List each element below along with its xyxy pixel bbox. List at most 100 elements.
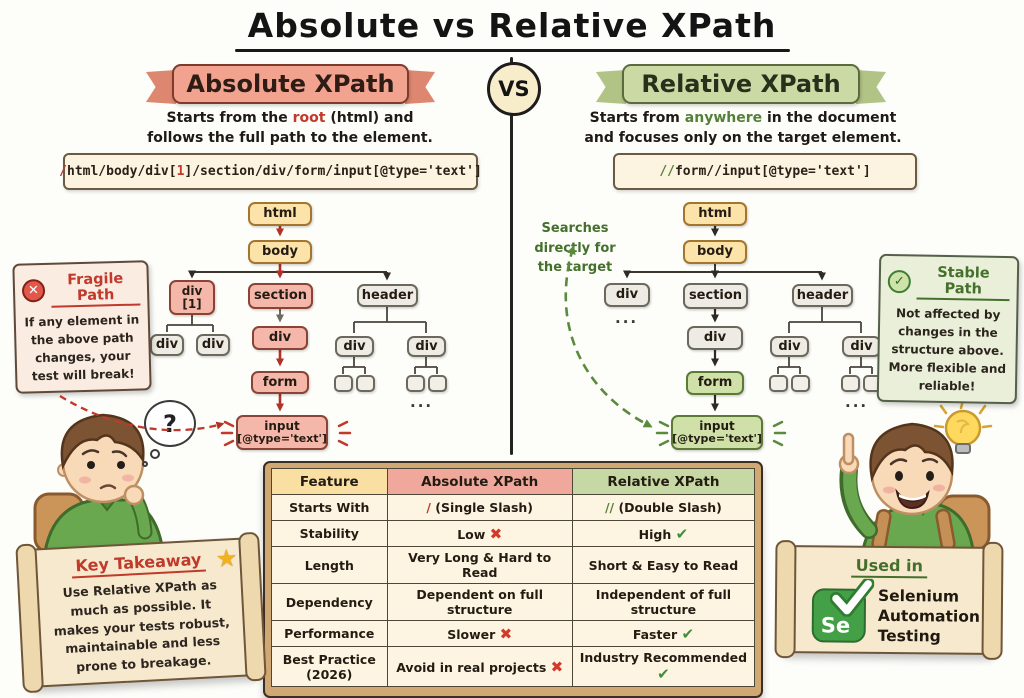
tree-node-leaf xyxy=(841,375,860,392)
absolute-cell: Avoid in real projects ✖ xyxy=(386,646,573,687)
tree-node-leaf xyxy=(428,375,447,392)
idea-boy-illustration xyxy=(838,398,993,550)
relative-cell: Short & Easy to Read xyxy=(571,546,756,584)
stable-path-text: Not affected by changes in the structure… xyxy=(888,306,1007,394)
check-circle-icon: ✓ xyxy=(887,269,912,294)
tree-node-div: div xyxy=(407,336,446,357)
star-icon: ★ xyxy=(215,543,239,573)
center-divider xyxy=(510,57,513,455)
thought-bubble: ? xyxy=(144,400,196,447)
header-feature: Feature xyxy=(271,468,388,495)
used-in-title: Used in xyxy=(851,555,928,579)
tree-node-header: header xyxy=(792,284,853,307)
stable-path-title: Stable Path xyxy=(916,264,1011,302)
feature-cell: Starts With xyxy=(271,494,388,521)
ribbon-tail-icon xyxy=(856,70,886,104)
highlight-root: root xyxy=(292,110,326,126)
tree-node-div: div xyxy=(196,334,230,356)
absolute-xpath-banner: Absolute XPath xyxy=(146,64,435,104)
tree-node-div: div xyxy=(150,334,184,356)
header-absolute-xpath: Absolute XPath xyxy=(386,468,573,495)
ellipsis: ... xyxy=(410,393,434,411)
key-takeaway-scroll: Key Takeaway ★ Use Relative XPath as muc… xyxy=(22,537,260,688)
tree-node-input: input[@type='text'] xyxy=(236,415,328,450)
key-takeaway-text: Use Relative XPath as much as possible. … xyxy=(53,577,231,675)
emphasis-dashes-icon xyxy=(220,420,352,447)
ellipsis: ... xyxy=(845,393,869,411)
vs-badge: VS xyxy=(487,62,541,116)
relative-cell: Faster ✔ xyxy=(571,620,756,647)
tree-node-html: html xyxy=(683,202,747,226)
lightbulb-icon xyxy=(933,398,993,454)
tree-node-div: div xyxy=(687,326,743,350)
relative-xpath-subtitle: Starts from anywhere in the document and… xyxy=(584,110,902,146)
tree-node-body: body xyxy=(683,240,747,264)
tree-node-header: header xyxy=(357,284,418,307)
table-row: Best Practice (2026)Avoid in real projec… xyxy=(271,646,756,687)
tree-node-leaf xyxy=(356,375,375,392)
table-row: Starts With/ (Single Slash)// (Double Sl… xyxy=(271,494,756,521)
tree-node-section: section xyxy=(683,283,748,309)
selenium-logo-icon: Se xyxy=(811,578,875,644)
relative-xpath-banner: Relative XPath xyxy=(596,64,886,104)
absolute-cell: Dependent on full structure xyxy=(386,583,573,621)
thinking-boy-illustration xyxy=(33,413,165,552)
header-relative-xpath: Relative XPath xyxy=(571,468,756,495)
absolute-cell: Slower ✖ xyxy=(386,620,573,647)
feature-cell: Dependency xyxy=(271,583,388,621)
tree-node-div: div xyxy=(335,336,374,357)
comparison-table-body: Starts With/ (Single Slash)// (Double Sl… xyxy=(271,494,756,687)
comparison-table: Feature Absolute XPath Relative XPath St… xyxy=(271,468,756,687)
key-takeaway-title: Key Takeaway xyxy=(70,549,206,579)
tree-node-leaf xyxy=(769,375,788,392)
check-icon xyxy=(829,578,875,618)
tree-node-leaf xyxy=(406,375,425,392)
relative-cell: High ✔ xyxy=(571,520,756,547)
emphasis-dashes-icon xyxy=(655,420,787,447)
tree-node-body: body xyxy=(248,240,312,264)
used-in-text: Selenium Automation Testing xyxy=(877,586,981,646)
relative-cell: // (Double Slash) xyxy=(571,494,756,521)
relative-xpath-code: //form//input[@type='text'] xyxy=(613,153,917,190)
absolute-xpath-subtitle: Starts from the root (html) and follows … xyxy=(147,110,433,146)
feature-cell: Performance xyxy=(271,620,388,647)
tree-connectors xyxy=(623,226,873,447)
tree-node-div1: div[1] xyxy=(169,280,215,315)
tree-node-html: html xyxy=(248,202,312,226)
fragile-path-title: Fragile Path xyxy=(50,270,141,308)
tree-node-div: div xyxy=(770,336,809,357)
absolute-xpath-code: /html/body/div[1]/section/div/form/input… xyxy=(59,153,482,190)
thought-bubble-dot xyxy=(150,449,160,459)
tree-node-div: div xyxy=(252,326,308,350)
relative-xpath-tree: html body div section header ... div for… xyxy=(555,195,885,467)
absolute-cell: / (Single Slash) xyxy=(386,494,573,521)
tree-node-div: div xyxy=(604,283,650,307)
fragile-path-note: ✕ Fragile Path If any element in the abo… xyxy=(12,260,152,394)
tree-connectors xyxy=(166,226,438,447)
tree-node-input: input[@type='text'] xyxy=(671,415,763,450)
thought-bubble-dot xyxy=(142,461,148,467)
ribbon-tail-icon xyxy=(405,70,435,104)
tree-node-section: section xyxy=(248,283,313,309)
relative-cell: Independent of full structure xyxy=(571,583,756,621)
feature-cell: Length xyxy=(271,546,388,584)
relative-xpath-banner-label: Relative XPath xyxy=(622,64,860,104)
cross-circle-icon: ✕ xyxy=(21,278,46,303)
absolute-xpath-tree: html body div[1] section header div div … xyxy=(120,195,450,467)
used-in-scroll: Used in Se Selenium Automation Testing xyxy=(781,545,997,656)
title-underline xyxy=(235,49,790,52)
relative-cell: Industry Recommended ✔ xyxy=(571,646,756,687)
feature-cell: Best Practice (2026) xyxy=(271,646,388,687)
page-title: Absolute vs Relative XPath xyxy=(247,6,777,45)
feature-cell: Stability xyxy=(271,520,388,547)
tree-node-leaf xyxy=(791,375,810,392)
absolute-cell: Low ✖ xyxy=(386,520,573,547)
tree-node-form: form xyxy=(686,371,744,395)
tree-node-leaf xyxy=(334,375,353,392)
highlight-anywhere: anywhere xyxy=(684,110,763,126)
absolute-xpath-banner-label: Absolute XPath xyxy=(172,64,409,104)
